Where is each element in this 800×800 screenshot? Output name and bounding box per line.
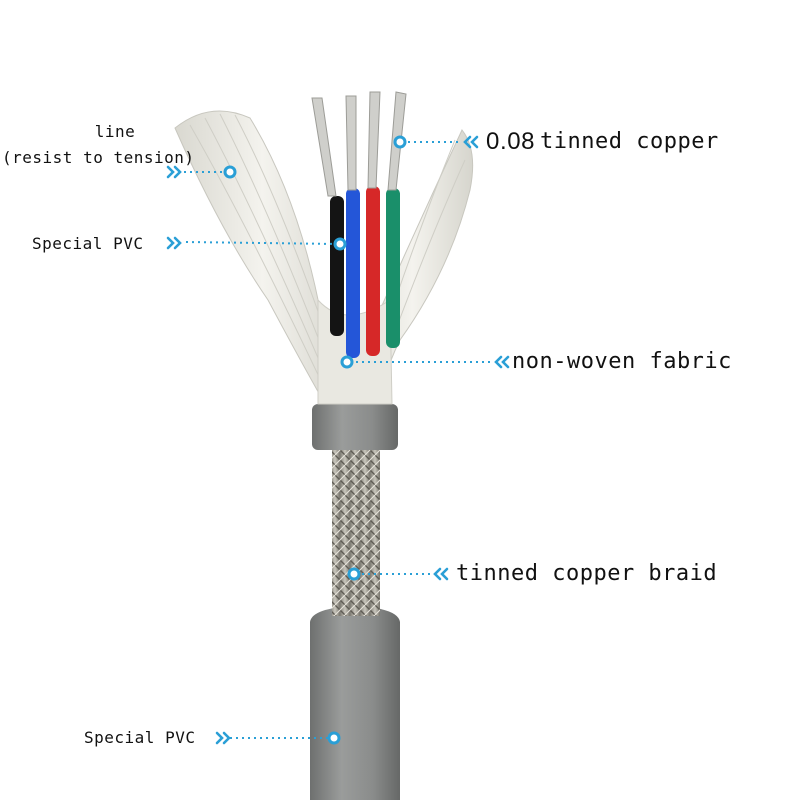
outer-jacket xyxy=(310,606,400,800)
label-line-title: line xyxy=(94,122,136,141)
chevron-right-icon xyxy=(166,236,182,250)
label-line-subtitle: (resist to tension) xyxy=(2,148,195,167)
chevron-left-icon xyxy=(433,567,449,581)
callout-dot-pvc-jacket xyxy=(327,731,341,745)
callout-chevrons xyxy=(166,135,510,745)
label-non-woven-fabric: non-woven fabric xyxy=(512,349,732,374)
wire-black xyxy=(330,196,344,336)
chevron-right-icon xyxy=(166,165,182,179)
label-special-pvc-insulation: Special PVC xyxy=(32,234,144,253)
callout-dot-pvc-insulation xyxy=(333,237,347,251)
callout-dot-braid xyxy=(347,567,361,581)
callout-dot-copper xyxy=(393,135,407,149)
chevron-left-icon xyxy=(463,135,479,149)
label-tinned-copper: tinned copper xyxy=(540,129,719,154)
label-special-pvc-jacket: Special PVC xyxy=(84,728,196,747)
wire-blue xyxy=(346,188,360,358)
jacket-ring xyxy=(312,404,398,450)
wire-green xyxy=(386,188,400,348)
callout-dots xyxy=(223,135,407,745)
callout-lines xyxy=(184,141,492,739)
chevron-right-icon xyxy=(215,731,231,745)
copper-braid xyxy=(332,448,380,616)
tinned-copper-conductors xyxy=(311,91,407,197)
chevron-left-icon xyxy=(494,355,510,369)
callout-dot-fabric xyxy=(340,355,354,369)
label-tinned-copper-braid: tinned copper braid xyxy=(456,561,718,586)
label-copper-gauge: 0.08 xyxy=(486,128,536,155)
wire-red xyxy=(366,186,380,356)
callout-dot-line xyxy=(223,165,237,179)
